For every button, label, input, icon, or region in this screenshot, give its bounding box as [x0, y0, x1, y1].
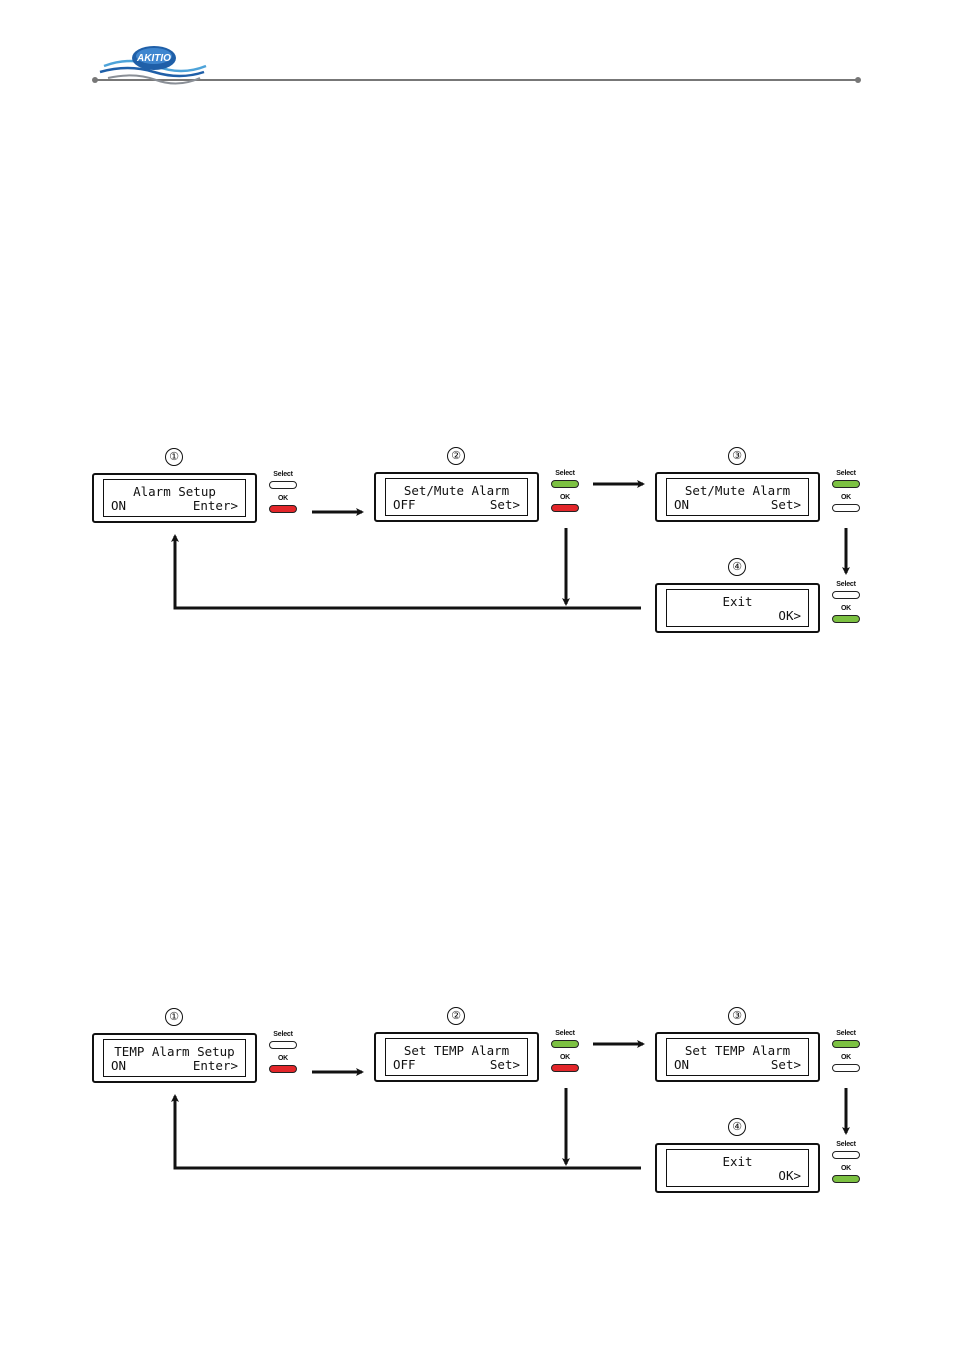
- lcd-line-2-left: ON: [674, 1057, 689, 1072]
- ok-button-label: OK: [826, 1054, 866, 1061]
- select-button-label: Select: [826, 470, 866, 477]
- select-button[interactable]: [832, 480, 860, 488]
- select-button[interactable]: [832, 1151, 860, 1159]
- lcd-line-1: Alarm Setup: [104, 484, 245, 499]
- lcd-display: TEMP Alarm Setup ON Enter>: [103, 1039, 246, 1077]
- lcd-display: Exit OK>: [666, 589, 809, 627]
- logo-wordmark: AKITIO: [136, 53, 171, 64]
- lcd-line-2: OFF Set>: [386, 1057, 527, 1072]
- select-button-label: Select: [545, 1030, 585, 1037]
- lcd-screen: Exit OK>: [655, 1143, 820, 1193]
- select-button-label: Select: [826, 581, 866, 588]
- ok-button[interactable]: [832, 504, 860, 512]
- ok-button-label: OK: [545, 1054, 585, 1061]
- select-button[interactable]: [832, 1040, 860, 1048]
- return-line: [175, 1096, 641, 1168]
- lcd-screen: Set TEMP Alarm ON Set>: [655, 1032, 820, 1082]
- akitio-logo: AKITIO: [96, 40, 208, 92]
- select-button[interactable]: [269, 1041, 297, 1049]
- lcd-line-1: Set TEMP Alarm: [667, 1043, 808, 1058]
- lcd-line-1: Set/Mute Alarm: [386, 483, 527, 498]
- lcd-line-2-left: OFF: [393, 1057, 416, 1072]
- ok-button-label: OK: [826, 494, 866, 501]
- step-number: ①: [165, 1008, 183, 1026]
- lcd-display: Exit OK>: [666, 1149, 809, 1187]
- step-number: ①: [165, 448, 183, 466]
- lcd-line-2: OK>: [667, 608, 808, 623]
- lcd-line-1: Set TEMP Alarm: [386, 1043, 527, 1058]
- lcd-display: Alarm Setup ON Enter>: [103, 479, 246, 517]
- lcd-line-2-right: Set>: [771, 1057, 801, 1072]
- return-line: [175, 536, 641, 608]
- lcd-line-2-right: Enter>: [193, 1058, 238, 1073]
- lcd-line-2: OFF Set>: [386, 497, 527, 512]
- lcd-line-2-right: OK>: [778, 1168, 801, 1183]
- lcd-line-2-right: Set>: [490, 1057, 520, 1072]
- select-button[interactable]: [551, 480, 579, 488]
- select-button-label: Select: [826, 1141, 866, 1148]
- ok-button-label: OK: [263, 1055, 303, 1062]
- lcd-line-2-right: Enter>: [193, 498, 238, 513]
- step-number: ②: [447, 447, 465, 465]
- select-button[interactable]: [269, 481, 297, 489]
- lcd-line-2: ON Enter>: [104, 1058, 245, 1073]
- select-button[interactable]: [832, 591, 860, 599]
- lcd-display: Set TEMP Alarm ON Set>: [666, 1038, 809, 1076]
- lcd-line-2-left: ON: [111, 498, 126, 513]
- lcd-line-2-left: OFF: [393, 497, 416, 512]
- lcd-line-2-left: ON: [111, 1058, 126, 1073]
- lcd-line-2-right: OK>: [778, 608, 801, 623]
- step-number: ②: [447, 1007, 465, 1025]
- ok-button-label: OK: [826, 1165, 866, 1172]
- ok-button[interactable]: [832, 1064, 860, 1072]
- lcd-screen: Set TEMP Alarm OFF Set>: [374, 1032, 539, 1082]
- select-button-label: Select: [263, 471, 303, 478]
- ok-button[interactable]: [832, 1175, 860, 1183]
- step-number: ④: [728, 558, 746, 576]
- lcd-line-1: TEMP Alarm Setup: [104, 1044, 245, 1059]
- ok-button[interactable]: [832, 615, 860, 623]
- lcd-screen: TEMP Alarm Setup ON Enter>: [92, 1033, 257, 1083]
- lcd-screen: Set/Mute Alarm ON Set>: [655, 472, 820, 522]
- ok-button-label: OK: [263, 495, 303, 502]
- ok-button-label: OK: [545, 494, 585, 501]
- lcd-line-1: Exit: [667, 1154, 808, 1169]
- lcd-display: Set TEMP Alarm OFF Set>: [385, 1038, 528, 1076]
- step-number: ④: [728, 1118, 746, 1136]
- lcd-line-2: OK>: [667, 1168, 808, 1183]
- lcd-line-2-right: Set>: [771, 497, 801, 512]
- lcd-line-1: Exit: [667, 594, 808, 609]
- ok-button[interactable]: [551, 1064, 579, 1072]
- ok-button-label: OK: [826, 605, 866, 612]
- ok-button[interactable]: [551, 504, 579, 512]
- ok-button[interactable]: [269, 505, 297, 513]
- select-button[interactable]: [551, 1040, 579, 1048]
- lcd-line-2-right: Set>: [490, 497, 520, 512]
- step-number: ③: [728, 447, 746, 465]
- lcd-line-2: ON Set>: [667, 1057, 808, 1072]
- ok-button[interactable]: [269, 1065, 297, 1073]
- lcd-screen: Exit OK>: [655, 583, 820, 633]
- lcd-line-1: Set/Mute Alarm: [667, 483, 808, 498]
- lcd-screen: Alarm Setup ON Enter>: [92, 473, 257, 523]
- lcd-line-2-left: ON: [674, 497, 689, 512]
- select-button-label: Select: [826, 1030, 866, 1037]
- select-button-label: Select: [263, 1031, 303, 1038]
- select-button-label: Select: [545, 470, 585, 477]
- lcd-display: Set/Mute Alarm OFF Set>: [385, 478, 528, 516]
- lcd-screen: Set/Mute Alarm OFF Set>: [374, 472, 539, 522]
- lcd-line-2: ON Set>: [667, 497, 808, 512]
- lcd-display: Set/Mute Alarm ON Set>: [666, 478, 809, 516]
- lcd-line-2: ON Enter>: [104, 498, 245, 513]
- step-number: ③: [728, 1007, 746, 1025]
